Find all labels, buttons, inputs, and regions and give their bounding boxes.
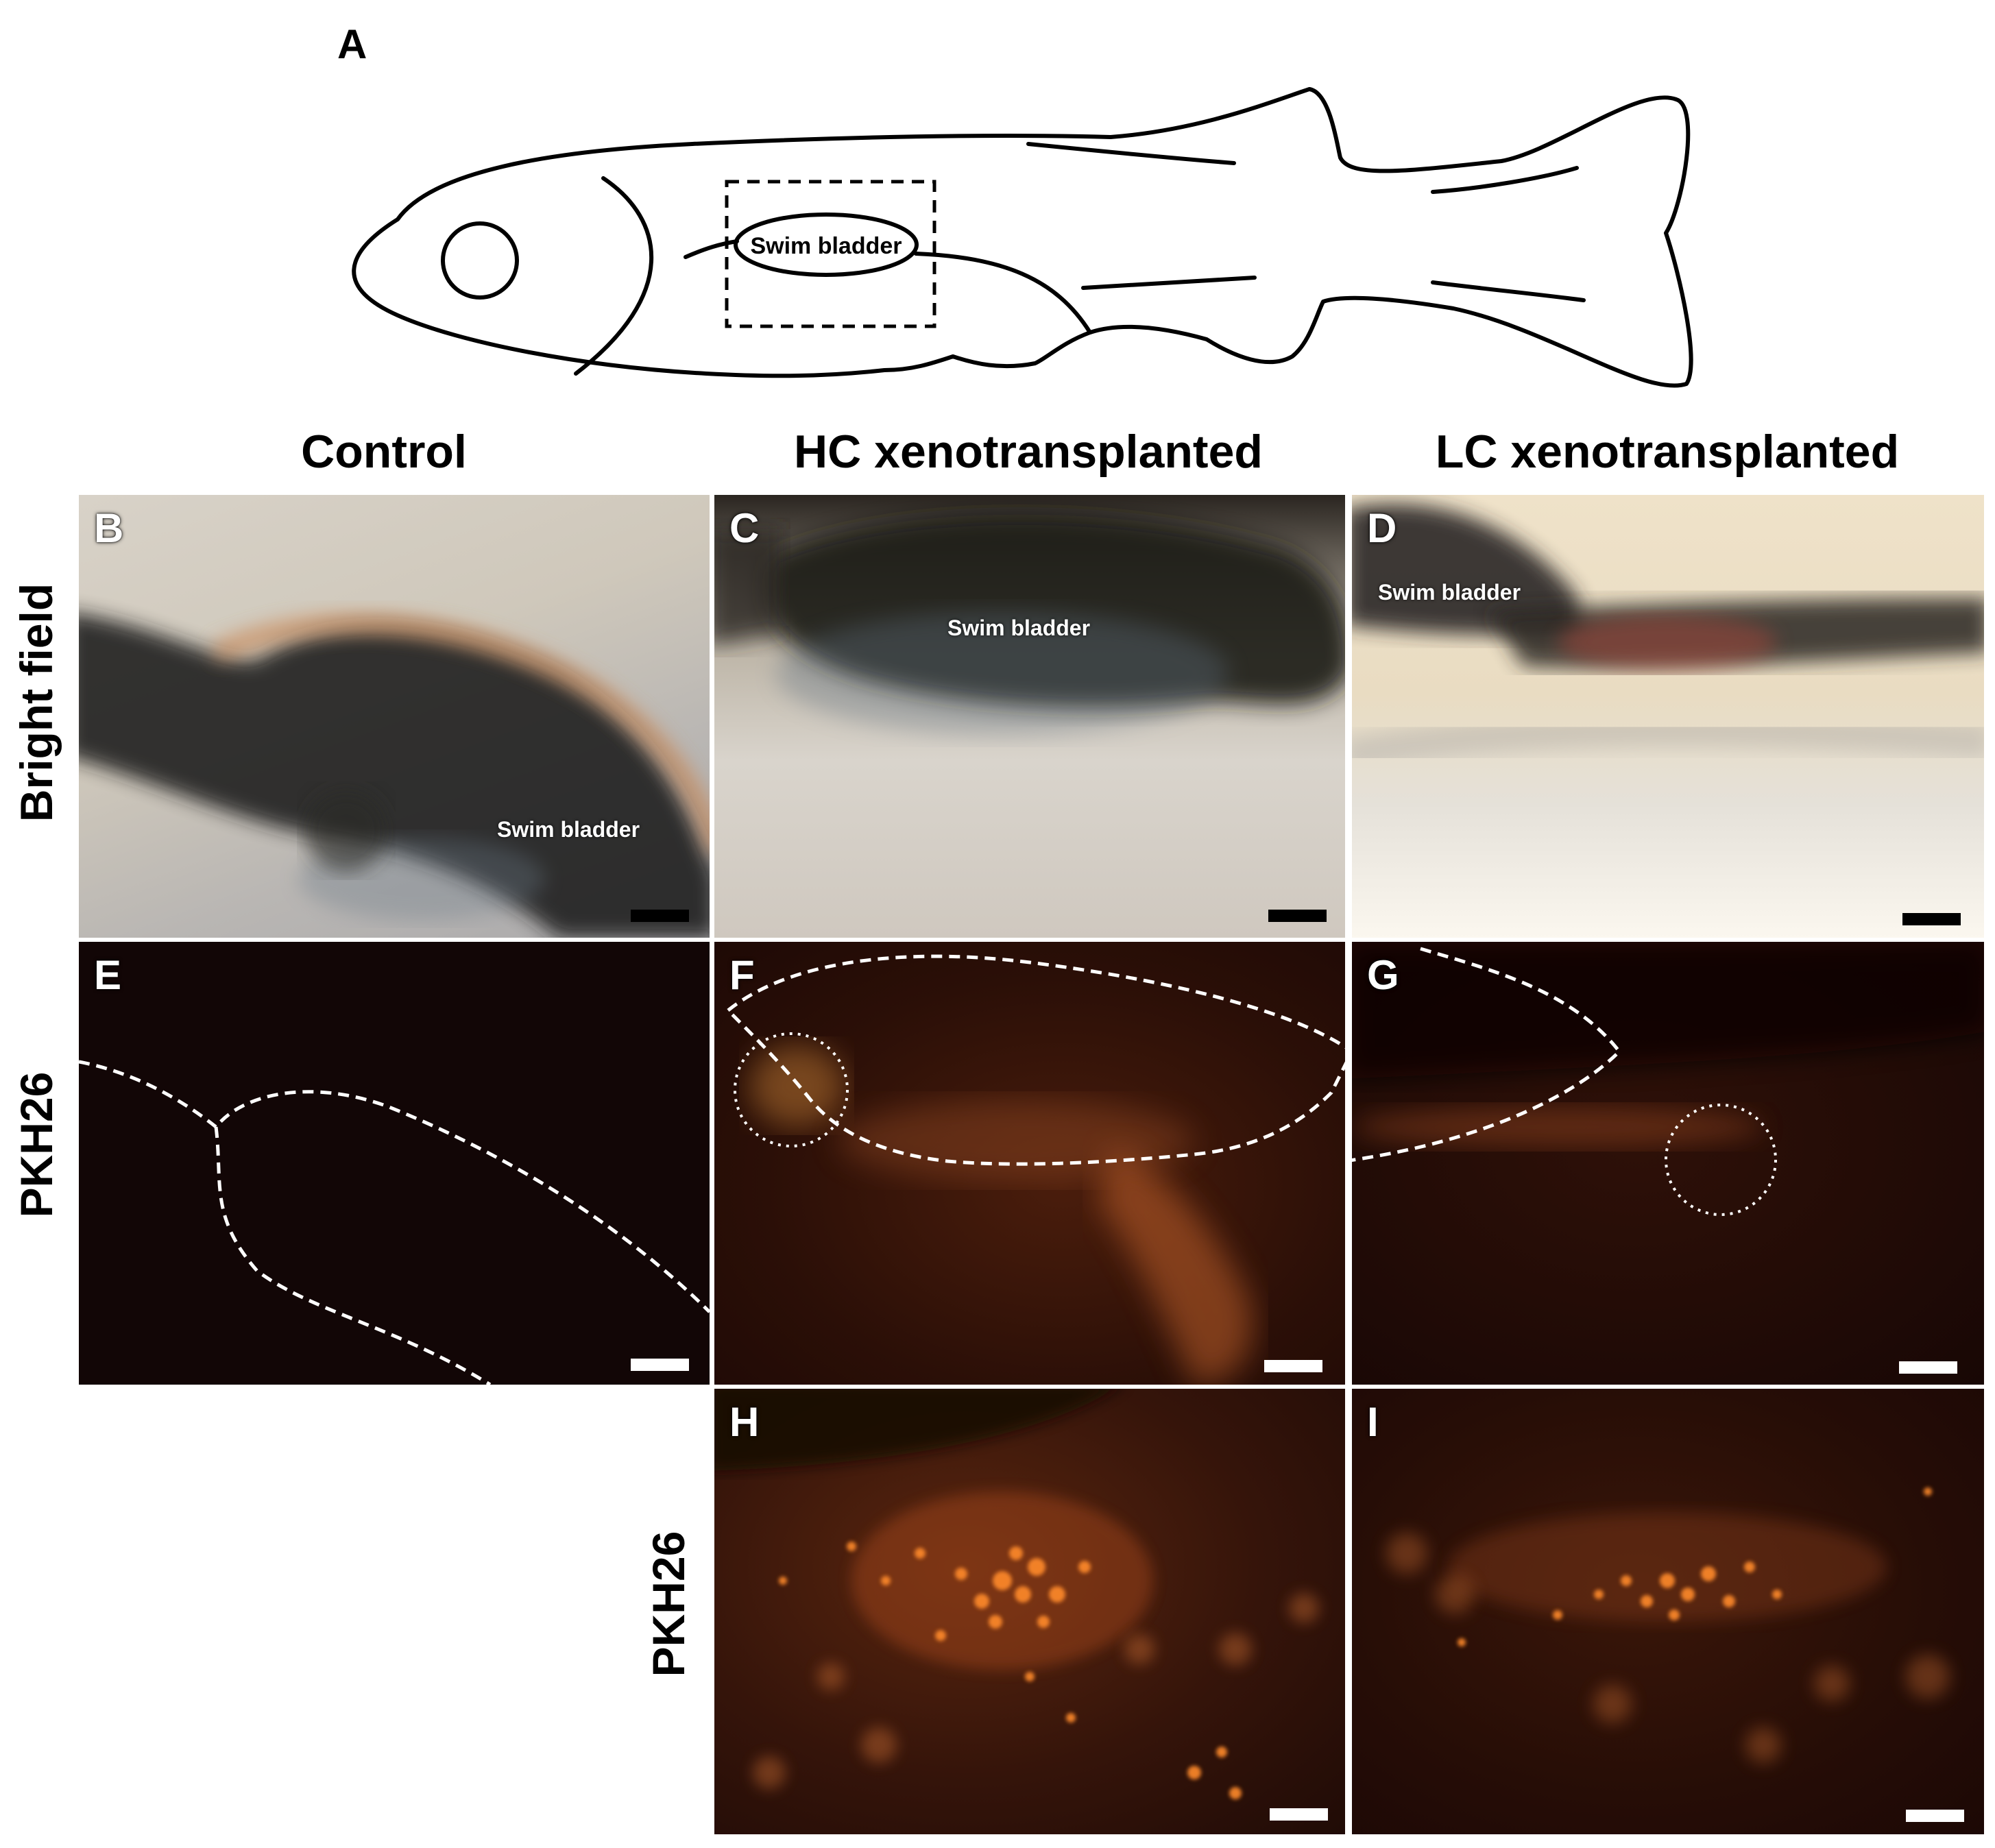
scale-bar-i [1906,1810,1964,1822]
panel-g-pkh26-lc: G [1352,942,1984,1385]
panel-h-pkh26-hc-zoom: H [714,1389,1345,1834]
column-title-hc: HC xenotransplanted [794,426,1263,478]
panel-e-pkh26-control: E [79,942,710,1385]
column-title-control: Control [301,426,467,478]
panel-b-bright-field-control: B Swim bladder [79,495,710,938]
panel-label-b: B [94,505,124,551]
scale-bar-d [1902,913,1961,925]
panel-label-g: G [1367,952,1399,998]
row-title-pkh26-1: PKH26 [11,1071,62,1218]
panel-label-f: F [729,952,755,998]
scale-bar-f [1264,1360,1322,1372]
fish-swim-bladder [734,212,919,277]
panel-label-i: I [1367,1399,1379,1445]
swim-bladder-annotation-b: Swim bladder [497,817,640,842]
scale-bar-e [631,1359,689,1371]
region-circle-f [734,1032,849,1147]
scale-bar-g [1899,1361,1957,1374]
scale-bar-h [1270,1808,1328,1821]
fish-body-outline [352,87,1693,388]
panel-label-d: D [1367,505,1397,551]
region-circle-g [1665,1104,1777,1216]
swim-bladder-annotation-c: Swim bladder [947,616,1091,640]
swim-bladder-annotation-d: Swim bladder [1378,580,1521,605]
panel-label-c: C [729,505,760,551]
swim-bladder-region-box [725,180,936,328]
fish-box-label: Swim bladder [750,233,902,259]
column-title-lc: LC xenotransplanted [1435,426,1900,478]
row-title-bright-field: Bright field [11,583,62,823]
panel-label-e: E [94,952,122,998]
fish-eye [441,221,519,300]
swim-bladder-outline-e [79,1060,710,1313]
panel-a-label: A [337,21,367,67]
scale-bar-b [631,910,689,922]
panel-c-bright-field-hc: C Swim bladder [714,495,1345,938]
panel-label-h: H [729,1399,760,1445]
panel-i-pkh26-lc-zoom: I [1352,1389,1984,1834]
panel-f-pkh26-hc: F [714,942,1345,1385]
scale-bar-c [1268,910,1327,922]
panel-d-bright-field-lc: D Swim bladder [1352,495,1984,938]
zebrafish-schematic: Swim bladder [352,87,1693,388]
row-title-pkh26-2: PKH26 [643,1531,694,1677]
